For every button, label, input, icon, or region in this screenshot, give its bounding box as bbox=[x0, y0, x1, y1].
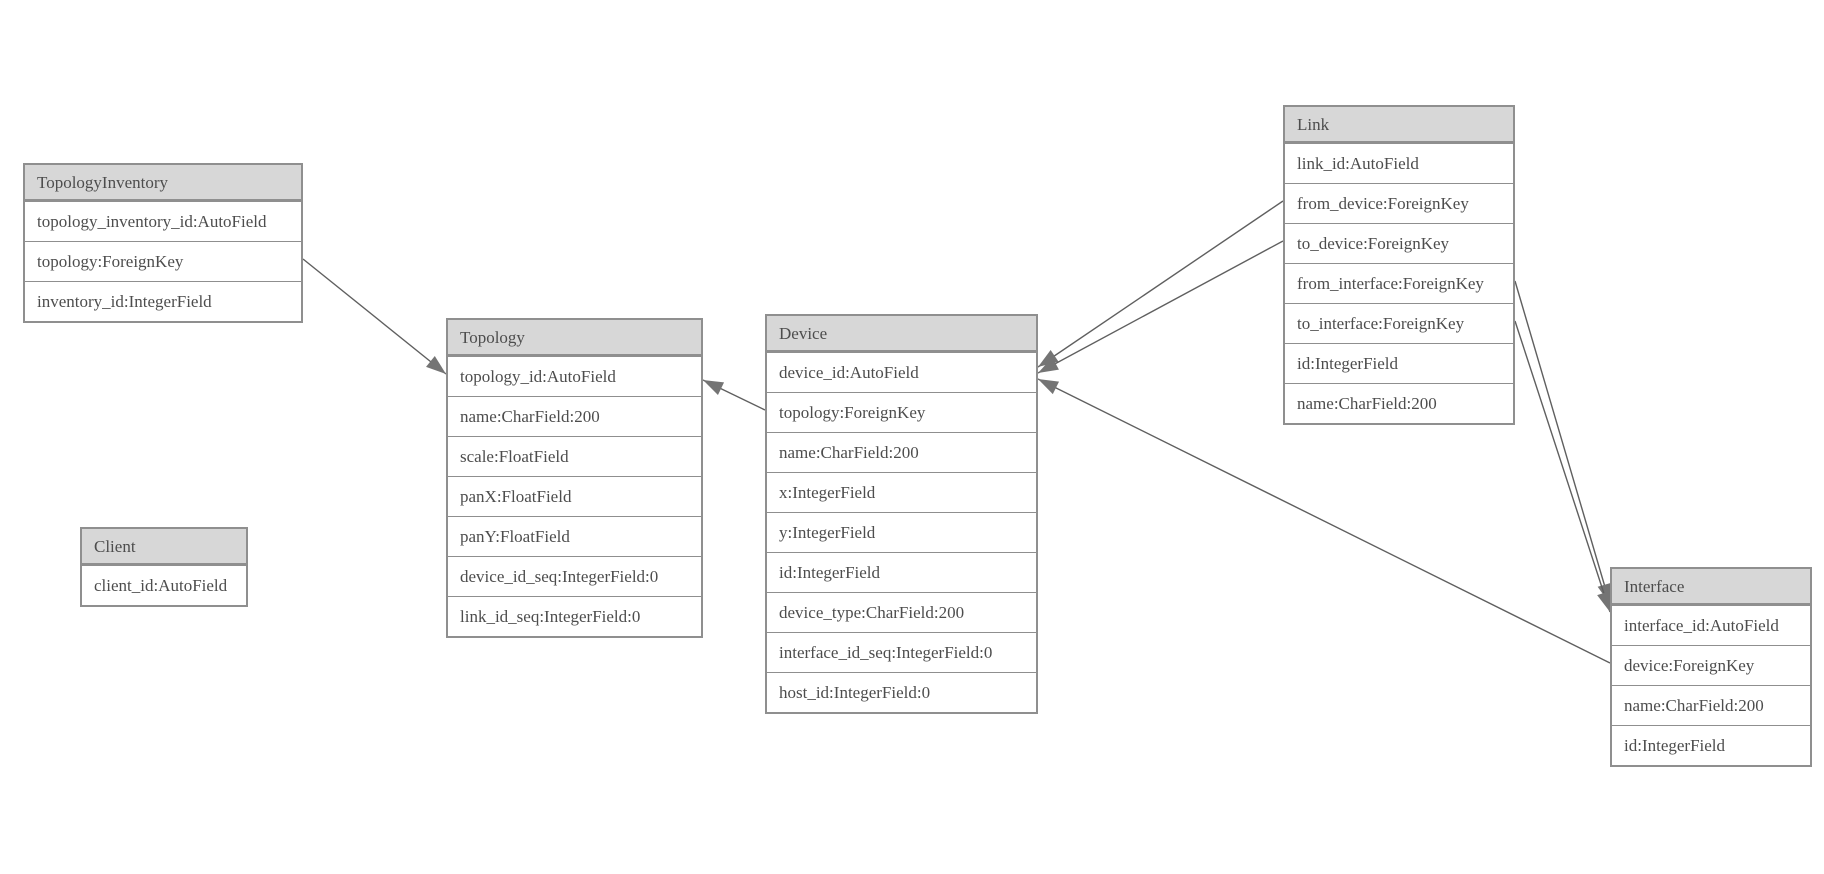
field-row: inventory_id:IntegerField bbox=[25, 281, 301, 321]
field-row: id:IntegerField bbox=[1285, 343, 1513, 383]
field-row: panX:FloatField bbox=[448, 476, 701, 516]
field-row: topology_inventory_id:AutoField bbox=[25, 201, 301, 241]
field-row: device_id_seq:IntegerField:0 bbox=[448, 556, 701, 596]
relationship-edge-device-topology bbox=[702, 379, 766, 411]
relationship-edge-link-from_interface bbox=[1514, 280, 1612, 605]
field-row: to_device:ForeignKey bbox=[1285, 223, 1513, 263]
field-row: from_device:ForeignKey bbox=[1285, 183, 1513, 223]
field-row: name:CharField:200 bbox=[1612, 685, 1810, 725]
relationship-edge-link-to_device bbox=[1037, 240, 1284, 374]
entity-title: Link bbox=[1285, 107, 1513, 143]
field-row: topology:ForeignKey bbox=[25, 241, 301, 281]
field-row: from_interface:ForeignKey bbox=[1285, 263, 1513, 303]
field-row: client_id:AutoField bbox=[82, 565, 246, 605]
relationship-edge-link-to_interface bbox=[1514, 320, 1611, 613]
field-row: name:CharField:200 bbox=[767, 432, 1036, 472]
field-row: interface_id_seq:IntegerField:0 bbox=[767, 632, 1036, 672]
entity-title: Topology bbox=[448, 320, 701, 356]
field-row: x:IntegerField bbox=[767, 472, 1036, 512]
field-row: link_id_seq:IntegerField:0 bbox=[448, 596, 701, 636]
field-row: interface_id:AutoField bbox=[1612, 605, 1810, 645]
entity-title: Device bbox=[767, 316, 1036, 352]
field-row: topology:ForeignKey bbox=[767, 392, 1036, 432]
field-row: y:IntegerField bbox=[767, 512, 1036, 552]
field-row: scale:FloatField bbox=[448, 436, 701, 476]
field-row: name:CharField:200 bbox=[448, 396, 701, 436]
field-row: host_id:IntegerField:0 bbox=[767, 672, 1036, 712]
relationship-edge-link-from_device bbox=[1037, 200, 1284, 368]
field-row: topology_id:AutoField bbox=[448, 356, 701, 396]
field-row: device:ForeignKey bbox=[1612, 645, 1810, 685]
field-row: device_id:AutoField bbox=[767, 352, 1036, 392]
field-row: id:IntegerField bbox=[767, 552, 1036, 592]
field-row: id:IntegerField bbox=[1612, 725, 1810, 765]
entity-title: Interface bbox=[1612, 569, 1810, 605]
entity-title: TopologyInventory bbox=[25, 165, 301, 201]
field-row: name:CharField:200 bbox=[1285, 383, 1513, 423]
field-row: link_id:AutoField bbox=[1285, 143, 1513, 183]
relationship-edge-topologyinventory-topology bbox=[302, 258, 447, 375]
field-row: panY:FloatField bbox=[448, 516, 701, 556]
field-row: device_type:CharField:200 bbox=[767, 592, 1036, 632]
field-row: to_interface:ForeignKey bbox=[1285, 303, 1513, 343]
entity-title: Client bbox=[82, 529, 246, 565]
